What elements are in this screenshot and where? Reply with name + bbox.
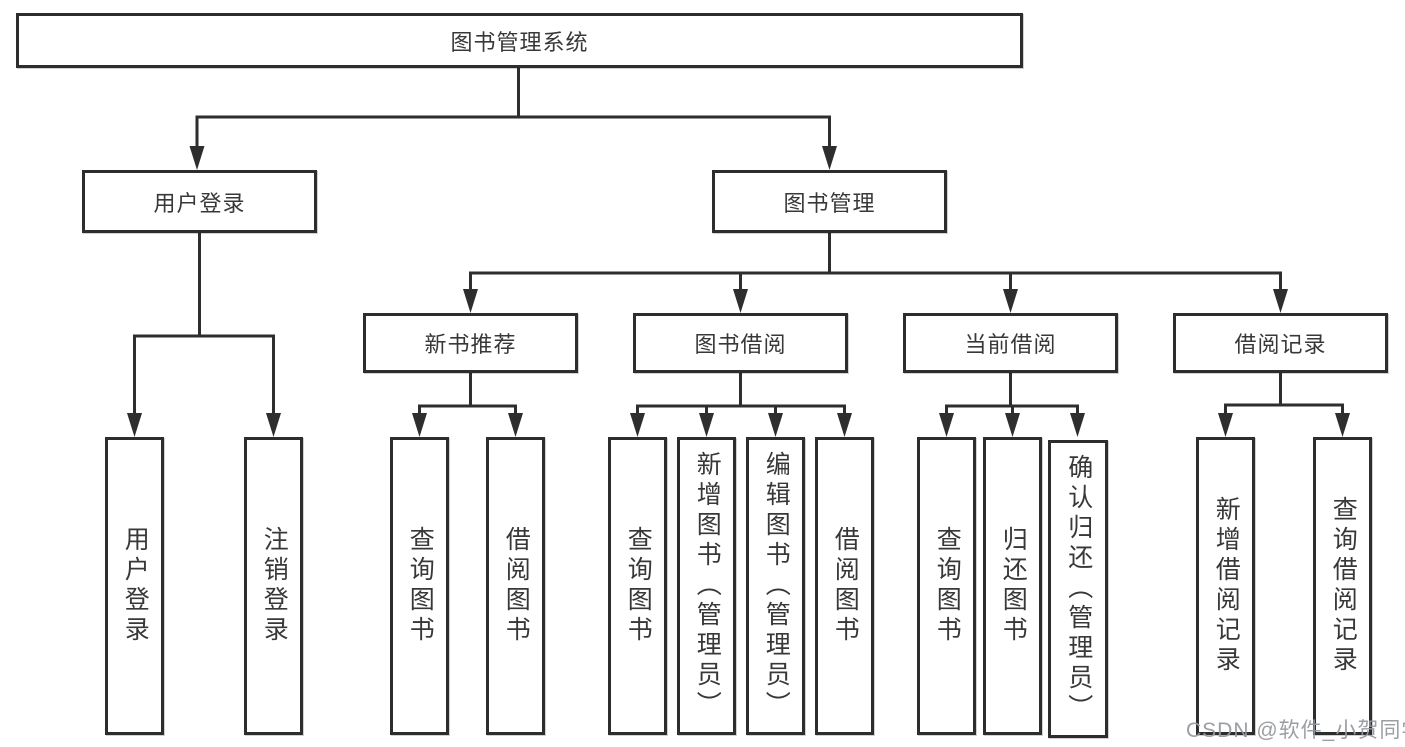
leaf-borrow-edit-admin: 编辑图书（管理员） xyxy=(746,437,805,735)
leaf-current-confirm-admin: 确认归还（管理员） xyxy=(1048,440,1108,738)
node-module-new-book-label: 新书推荐 xyxy=(424,332,517,357)
node-book-mgmt-branch-label: 图书管理 xyxy=(783,190,876,216)
connector-root-to-level2 xyxy=(189,68,837,170)
csdn-watermark: CSDN @软件_小贺同学 xyxy=(1186,719,1405,742)
node-module-current-borrow: 当前借阅 xyxy=(903,313,1118,373)
leaf-record-add: 新增借阅记录 xyxy=(1196,437,1255,735)
leaf-logout: 注销登录 xyxy=(244,437,303,735)
leaf-current-return-label: 归还图书 xyxy=(999,526,1028,646)
connector-records-to-leaves xyxy=(1218,373,1350,437)
node-module-book-borrow: 图书借阅 xyxy=(633,313,848,373)
node-module-current-borrow-label: 当前借阅 xyxy=(964,332,1057,357)
node-module-borrow-records: 借阅记录 xyxy=(1173,313,1388,373)
leaf-current-query: 查询图书 xyxy=(917,437,976,735)
leaf-newbook-borrow: 借阅图书 xyxy=(486,437,545,735)
leaf-borrow-add-admin: 新增图书（管理员） xyxy=(677,437,736,735)
leaf-newbook-borrow-label: 借阅图书 xyxy=(502,526,531,646)
leaf-current-confirm-admin-label: 确认归还（管理员） xyxy=(1064,454,1093,724)
leaf-newbook-query: 查询图书 xyxy=(390,437,449,735)
connector-new-book-to-leaves xyxy=(412,373,523,437)
node-root: 图书管理系统 xyxy=(16,13,1023,68)
leaf-borrow-edit-admin-label: 编辑图书（管理员） xyxy=(762,451,791,721)
leaf-borrow-query: 查询图书 xyxy=(608,437,667,735)
node-user-login-branch-label: 用户登录 xyxy=(153,190,246,216)
leaf-current-return: 归还图书 xyxy=(983,437,1042,735)
leaf-logout-label: 注销登录 xyxy=(260,526,289,646)
connector-book-mgmt-to-modules xyxy=(463,233,1288,313)
leaf-borrow-book-label: 借阅图书 xyxy=(831,526,860,646)
leaf-record-query-label: 查询借阅记录 xyxy=(1329,496,1358,676)
node-module-new-book: 新书推荐 xyxy=(363,313,578,373)
node-module-borrow-records-label: 借阅记录 xyxy=(1234,332,1327,357)
connector-user-login-to-leaves xyxy=(127,233,281,437)
node-user-login-branch: 用户登录 xyxy=(82,170,317,233)
leaf-user-login: 用户登录 xyxy=(105,437,164,735)
leaf-borrow-add-admin-label: 新增图书（管理员） xyxy=(693,451,722,721)
node-root-label: 图书管理系统 xyxy=(450,29,589,55)
leaf-record-query: 查询借阅记录 xyxy=(1313,437,1372,735)
node-book-mgmt-branch: 图书管理 xyxy=(712,170,947,233)
leaf-newbook-query-label: 查询图书 xyxy=(406,526,435,646)
leaf-borrow-book: 借阅图书 xyxy=(815,437,874,735)
connector-book-borrow-to-leaves xyxy=(630,373,852,437)
leaf-user-login-label: 用户登录 xyxy=(121,526,150,646)
leaf-record-add-label: 新增借阅记录 xyxy=(1212,496,1241,676)
connector-current-borrow-to-leaves xyxy=(939,373,1085,437)
node-module-book-borrow-label: 图书借阅 xyxy=(694,332,787,357)
leaf-borrow-query-label: 查询图书 xyxy=(624,526,653,646)
leaf-current-query-label: 查询图书 xyxy=(933,526,962,646)
